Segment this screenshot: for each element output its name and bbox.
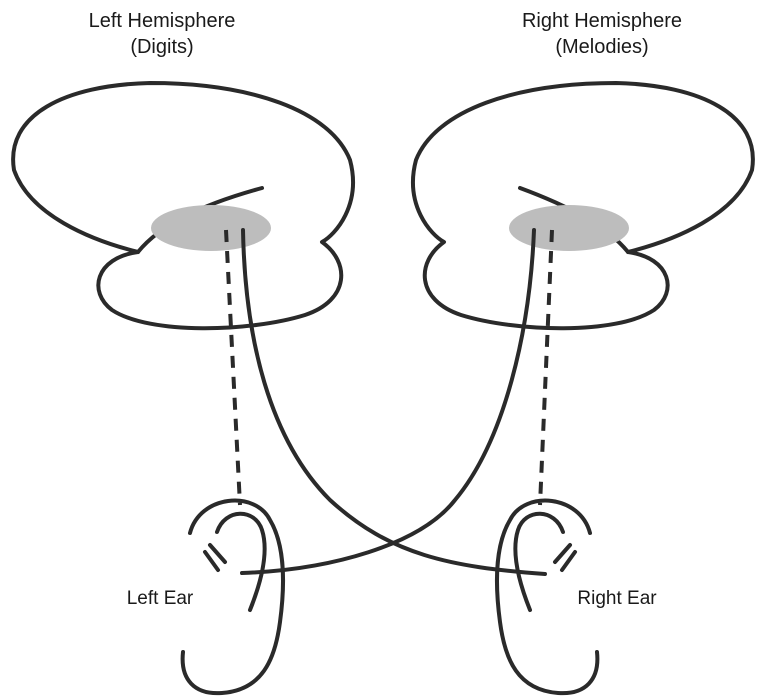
left-hemisphere xyxy=(13,83,353,328)
left-ear-to-right-hemisphere-pathway xyxy=(242,230,534,573)
right-brain-outline xyxy=(413,83,753,328)
right-ear-label: Right Ear xyxy=(552,586,682,612)
left-ipsilateral-pathway xyxy=(226,230,240,505)
left-ear-label: Left Ear xyxy=(100,586,220,612)
left-auditory-cortex xyxy=(151,205,271,251)
right-ear-to-left-hemisphere-pathway xyxy=(243,230,545,574)
right-ipsilateral-pathway xyxy=(540,230,552,505)
right-auditory-cortex xyxy=(509,205,629,251)
left-brain-outline xyxy=(13,83,353,328)
right-hemisphere xyxy=(413,83,753,328)
